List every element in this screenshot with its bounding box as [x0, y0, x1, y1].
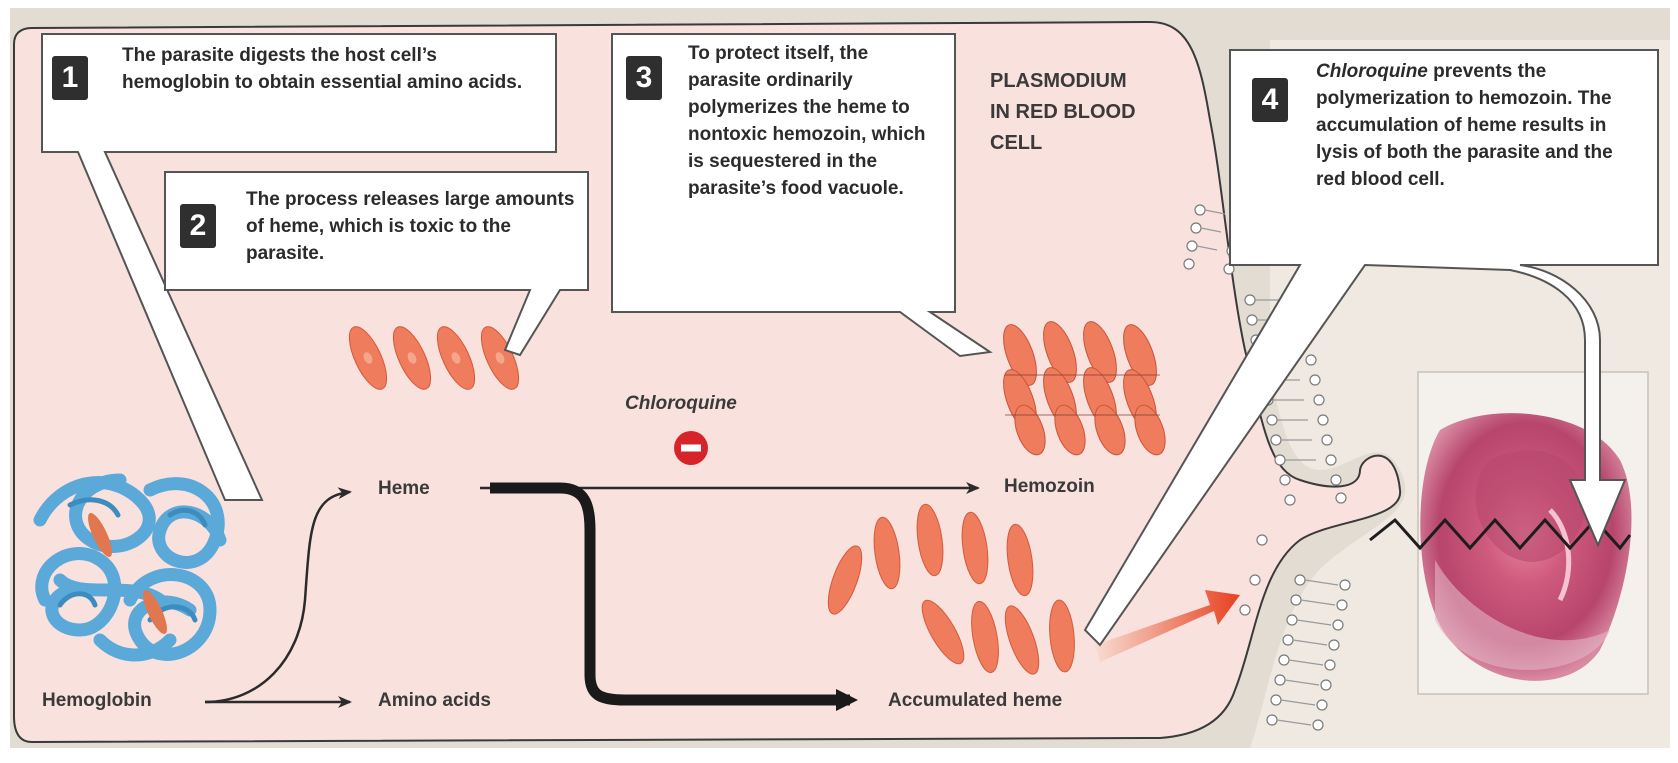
step-3-text: To protect itself, the parasite ordinari… — [688, 40, 938, 202]
diagram-title: PLASMODIUM IN RED BLOOD CELL — [990, 66, 1136, 159]
step-4-badge: 4 — [1252, 78, 1288, 122]
step-3-badge: 3 — [626, 56, 662, 100]
label-amino-acids: Amino acids — [378, 690, 491, 712]
step-4-drug-name: Chloroquine — [1316, 61, 1428, 82]
label-chloroquine: Chloroquine — [625, 393, 737, 415]
step-4-text: Chloroquine prevents the polymerization … — [1316, 58, 1646, 193]
title-line-2: IN RED BLOOD — [990, 97, 1136, 128]
label-hemoglobin: Hemoglobin — [42, 690, 152, 712]
step-2-badge: 2 — [180, 204, 216, 248]
step-1-badge: 1 — [52, 56, 88, 100]
hemozoin-crystal — [997, 317, 1171, 458]
inhibitor-icon — [674, 431, 708, 465]
label-hemozoin: Hemozoin — [1004, 476, 1095, 498]
title-line-1: PLASMODIUM — [990, 66, 1136, 97]
step-1-text: The parasite digests the host cell’s hem… — [122, 42, 542, 96]
step-2-text: The process releases large amounts of he… — [246, 186, 576, 267]
label-accumulated-heme: Accumulated heme — [888, 690, 1062, 712]
label-heme: Heme — [378, 478, 430, 500]
title-line-3: CELL — [990, 128, 1136, 159]
